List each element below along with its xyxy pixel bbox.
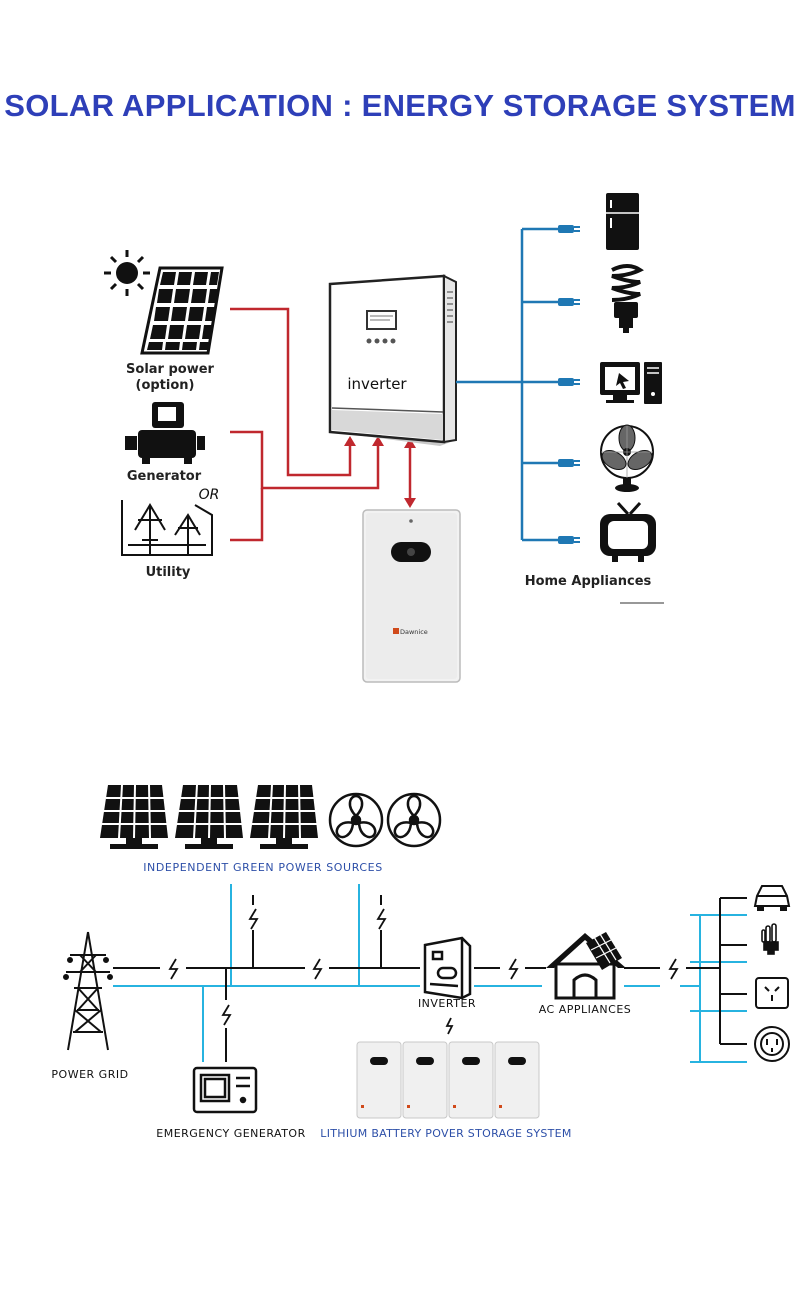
car-icon [753,885,791,911]
page-title: SOLAR APPLICATION : ENERGY STORAGE SYSTE… [4,88,796,123]
utility-label: Utility [146,565,191,580]
inverter-unit [328,274,457,446]
solar-panel-icon [100,784,318,849]
ac-appliances-label: AC APPLIANCES [539,1003,632,1016]
computer-icon [600,362,662,404]
inverter-icon [423,936,472,1000]
generator-label: Generator [127,469,202,484]
bulb-icon [761,923,779,955]
power-grid-label: POWER GRID [51,1068,128,1081]
utility-icon [121,500,213,556]
green-sources-label: INDEPENDENT GREEN POWER SOURCES [143,861,383,874]
source-lines [230,307,380,542]
socket-icon [755,977,789,1009]
lightning-icon [168,908,679,1035]
house-icon [546,932,626,1000]
dc-lines [113,884,747,1063]
generator-icon [125,402,205,464]
solar-panel-icon [140,266,224,355]
fan-icon [600,424,654,492]
tv-icon [600,501,656,562]
battery-link-arrow [404,438,416,508]
solar-option-label: (option) [136,378,195,393]
inverter-label-bottom: INVERTER [418,997,476,1010]
home-appliances-label: Home Appliances [525,574,652,589]
plug-icons [558,225,580,544]
fridge-icon [606,193,639,250]
round-socket-icon [754,1026,790,1062]
inverter-label: inverter [347,375,407,393]
battery-row [356,1041,540,1119]
power-tower-icon [63,931,113,1051]
sun-icon [104,250,150,296]
battery-system-label: LITHIUM BATTERY POVER STORAGE SYSTEM [320,1127,571,1140]
load-lines [456,227,560,542]
ac-lines [113,895,747,1062]
wind-turbine-icon [328,792,442,848]
source-arrows [344,436,384,446]
emergency-generator-label: EMERGENCY GENERATOR [156,1127,305,1140]
bulb-icon [611,264,644,333]
or-label: OR [199,487,220,503]
battery-unit [362,509,461,683]
solar-label: Solar power [126,362,215,377]
battery-brand: Dawnice [400,628,428,636]
generator-icon [192,1066,258,1114]
